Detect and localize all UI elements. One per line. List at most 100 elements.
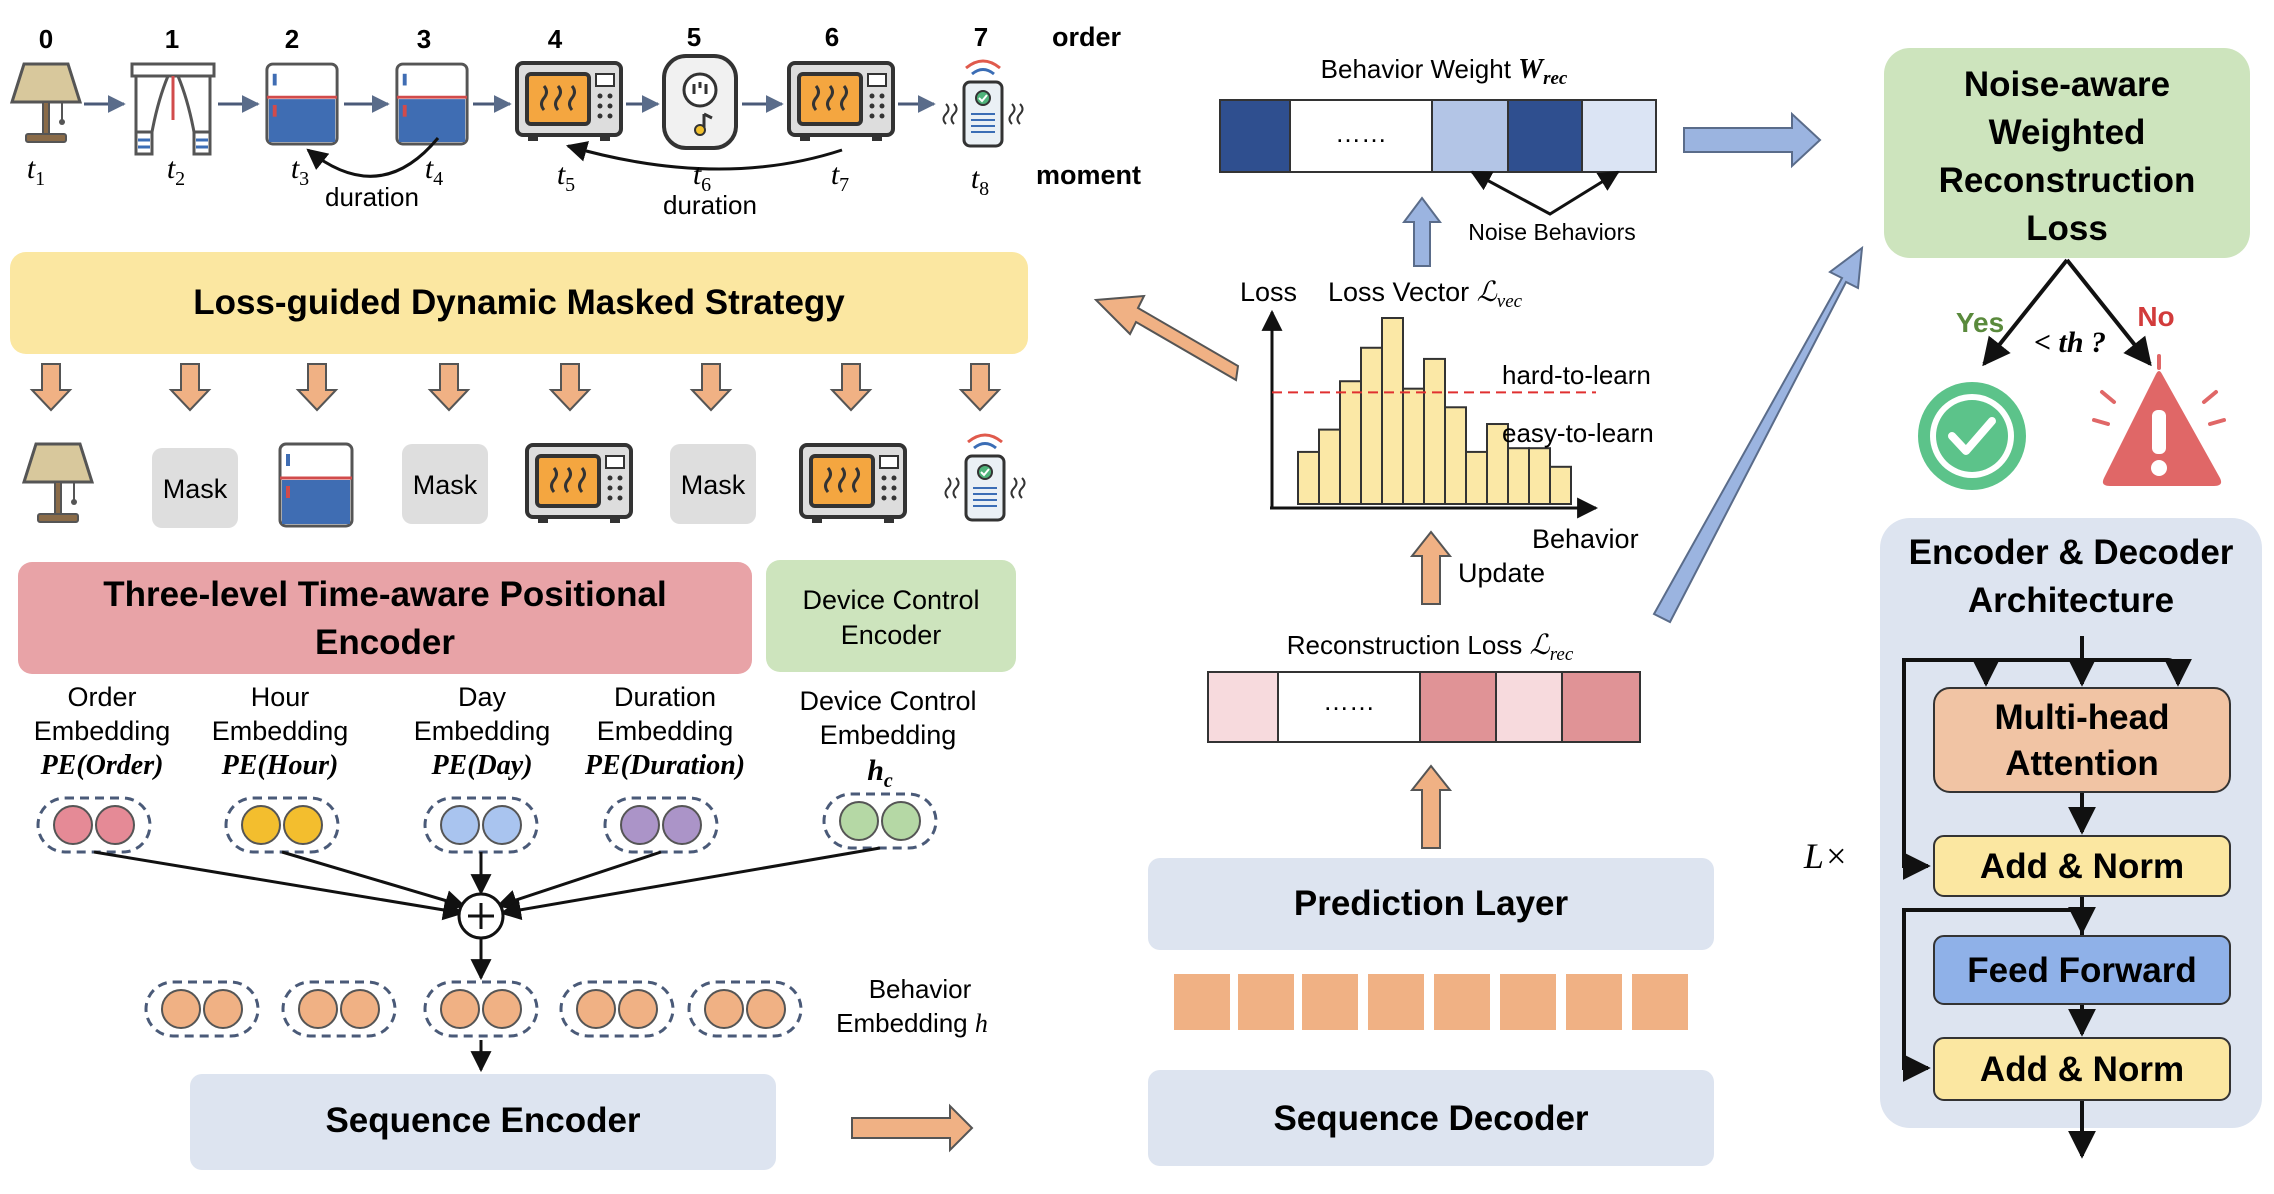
device-control-encoder-box — [766, 560, 1016, 672]
lamp-icon — [10, 62, 82, 144]
sequence-decoder-box — [1148, 1070, 1714, 1166]
embedding-formula: hc — [867, 754, 893, 792]
output-token — [1566, 974, 1622, 1030]
embedding-label: Embedding — [414, 716, 551, 746]
loss-bar — [1297, 450, 1320, 506]
device-control-encoder: Device Control Encoder — [766, 560, 1016, 672]
loss-bar — [1549, 465, 1572, 505]
embedding-dot — [482, 989, 522, 1029]
reconstruction-to-loss-arrow — [1652, 245, 1864, 624]
embedding-dot — [662, 805, 702, 845]
moment-t4: t4 — [425, 152, 443, 190]
noise-loss-title: Reconstruction — [1939, 161, 2196, 200]
down-arrow — [427, 363, 471, 412]
yes-label: Yes — [1956, 307, 2004, 338]
positional-encoder-box — [18, 562, 752, 674]
noise-loss-title: Noise-aware — [1964, 65, 2170, 104]
embedding-label: Order — [67, 682, 136, 712]
moment-t1: t1 — [27, 152, 45, 190]
positional-encoder: Three-level Time-aware Positional Encode… — [18, 562, 752, 674]
embedding-label: Embedding — [212, 716, 349, 746]
mask-box — [402, 444, 488, 524]
masked-strategy: Loss-guided Dynamic Masked Strategy Mask… — [10, 252, 1028, 528]
masked-strategy-box — [10, 252, 1028, 354]
multihead-attention-block — [1933, 687, 2231, 793]
output-token — [1302, 974, 1358, 1030]
moment-label: moment — [1036, 160, 1141, 190]
blue-up-arrow — [1402, 196, 1442, 267]
loss-bar — [1360, 346, 1383, 506]
down-arrow — [295, 363, 339, 412]
down-arrow — [548, 363, 592, 412]
loss-cell — [1207, 671, 1279, 743]
loss-bar — [1339, 380, 1362, 505]
embedding-dot — [241, 805, 281, 845]
threshold-condition: < th ? — [2034, 326, 2106, 359]
mask-label: Mask — [681, 470, 746, 500]
down-arrow — [689, 363, 733, 412]
add-norm-label: Add & Norm — [1980, 847, 2184, 886]
loss-cell — [1277, 671, 1421, 743]
add-norm-block — [1933, 835, 2231, 897]
hard-to-learn-label: hard-to-learn — [1502, 360, 1651, 390]
down-arrow — [29, 363, 73, 412]
down-arrow — [958, 363, 1002, 412]
behavior-weight-label: Behavior Weight Wrec — [1321, 54, 1568, 89]
sequence-encoder-label: Sequence Encoder — [325, 1101, 640, 1140]
positional-encoder-title: Encoder — [315, 623, 455, 662]
mask-label: Mask — [163, 474, 228, 504]
embedding-formula: PE(Hour) — [221, 750, 339, 781]
noise-loss-title: Loss — [2026, 209, 2108, 248]
order-number: 2 — [285, 24, 299, 54]
chart-title: Loss Vector ℒvec — [1328, 277, 1523, 312]
prediction-layer-label: Prediction Layer — [1294, 884, 1569, 923]
embedding-label: Device Control — [799, 686, 976, 716]
easy-to-learn-label: easy-to-learn — [1502, 418, 1654, 448]
duration-label: duration — [325, 182, 419, 212]
embedding-dot — [620, 805, 660, 845]
moment-t6: t6 — [693, 158, 711, 196]
device-control-title: Device Control — [802, 585, 979, 615]
add-norm-label: Add & Norm — [1980, 1050, 2184, 1089]
feed-forward-label: Feed Forward — [1967, 951, 2196, 990]
output-token — [1632, 974, 1688, 1030]
output-token — [1238, 974, 1294, 1030]
moment-t8: t8 — [971, 162, 989, 200]
loss-cell — [1419, 671, 1497, 743]
noise-behaviors-pointer — [1470, 170, 1620, 216]
mask-box — [152, 448, 238, 528]
architecture-title: Encoder & Decoder — [1909, 533, 2234, 572]
smart-plug-icon — [662, 54, 738, 150]
ellipsis: …… — [1335, 118, 1387, 148]
embedding-label: Day — [458, 682, 507, 712]
order-number: 7 — [974, 22, 988, 52]
moment-t5: t5 — [557, 158, 575, 196]
weight-cell — [1431, 99, 1509, 173]
air-purifier-icon — [942, 59, 1024, 148]
embedding-dot — [440, 805, 480, 845]
air-purifier-icon — [944, 433, 1026, 522]
lamp-icon — [22, 442, 94, 524]
loss-bar — [1318, 428, 1341, 506]
reconstruction-loss-vector — [1207, 671, 1641, 743]
embedding-dot — [618, 989, 658, 1029]
fridge-icon — [264, 62, 340, 146]
microwave-icon — [527, 445, 631, 523]
output-token — [1174, 974, 1230, 1030]
timeline: 0 1 2 3 4 5 6 7 order t1 t2 t3 t4 t — [10, 22, 1141, 220]
architecture-flow — [1902, 636, 2192, 1159]
loss-cell — [1561, 671, 1641, 743]
noise-loss-box — [1884, 48, 2250, 258]
update-arrow — [1409, 530, 1453, 605]
weight-cell — [1219, 99, 1291, 173]
down-arrow — [829, 363, 873, 412]
architecture-title: Architecture — [1968, 581, 2174, 620]
feedback-arrow — [1093, 294, 1240, 382]
embedding-dot — [298, 989, 338, 1029]
warning-icon — [2092, 354, 2226, 486]
embedding-formula: PE(Day) — [430, 750, 532, 781]
output-token — [1368, 974, 1424, 1030]
chart-y-label: Loss — [1240, 277, 1297, 307]
device-control-title: Encoder — [841, 620, 942, 650]
duration-label: duration — [663, 190, 757, 220]
